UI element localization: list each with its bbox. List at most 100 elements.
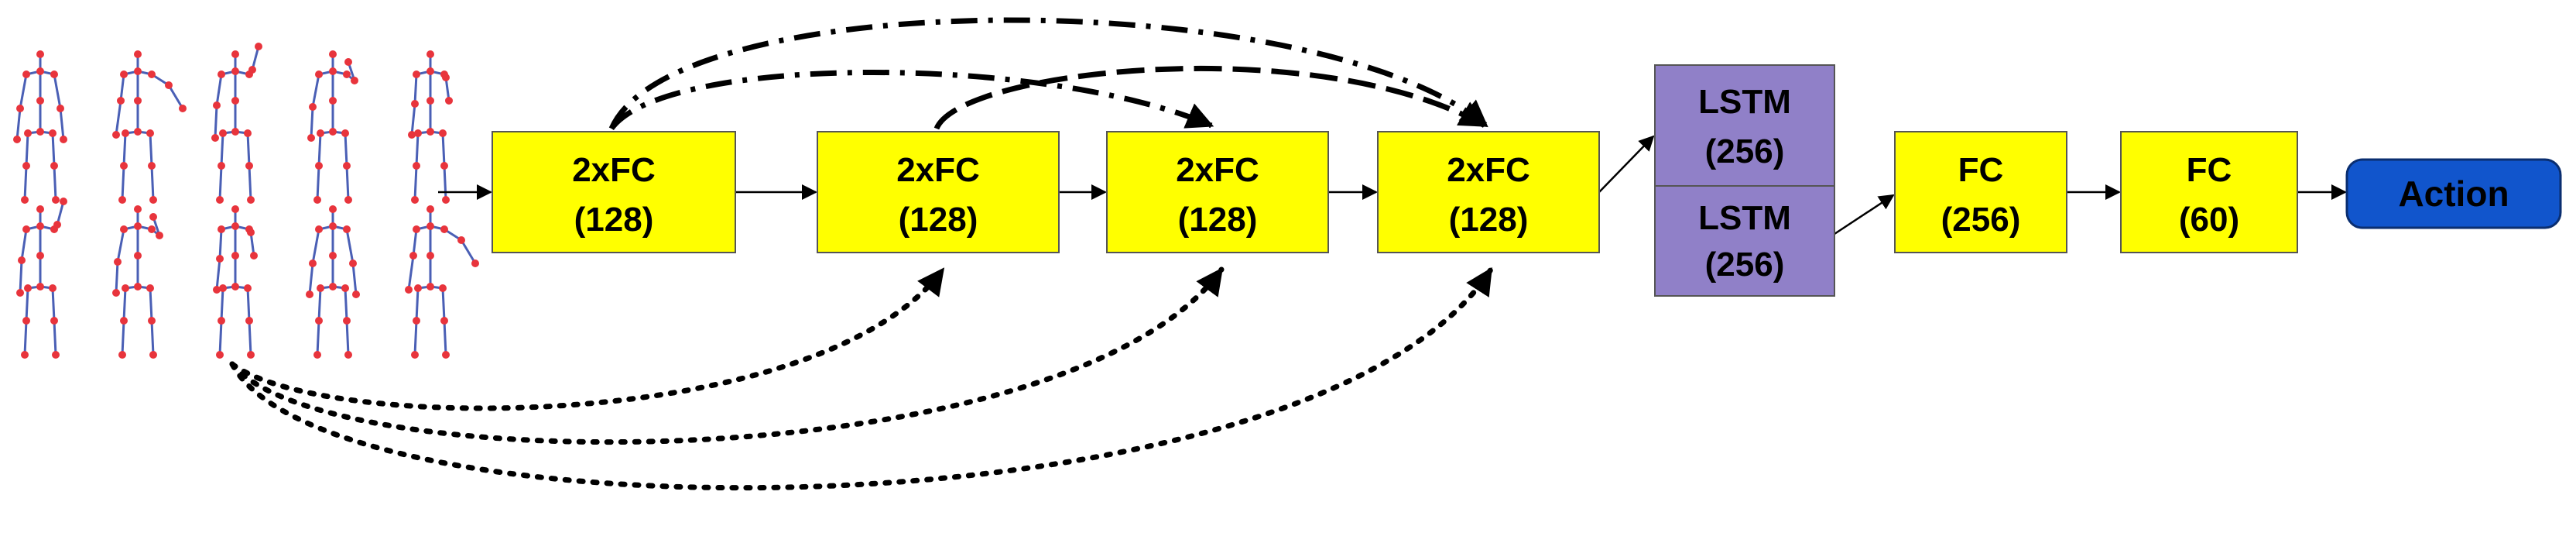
skeleton-bone: [412, 229, 418, 256]
skeleton-joint: [231, 222, 239, 230]
skeleton-bone: [410, 103, 416, 136]
skeleton-joint: [439, 284, 447, 292]
skeleton-joint: [49, 284, 57, 292]
skeleton-bone: [311, 229, 320, 264]
skeleton-bone: [121, 165, 125, 201]
skeleton-joint: [411, 100, 419, 108]
skeleton-joint: [411, 351, 419, 359]
skeleton-joint: [120, 162, 128, 170]
skeleton-joint: [156, 232, 163, 239]
skeleton-joint: [149, 196, 157, 204]
skeleton-joint: [414, 129, 422, 137]
skeleton-joint: [231, 205, 239, 213]
skeleton-joint: [344, 196, 352, 204]
fc3-line1: 2xFC: [1176, 151, 1259, 189]
skeleton-joint: [149, 351, 157, 359]
fc2-line2: (128): [899, 201, 978, 239]
skeleton-joint: [149, 213, 157, 221]
fc4-line2: (128): [1449, 201, 1529, 239]
skeleton-joint: [120, 70, 128, 78]
skeleton-bone: [308, 263, 314, 295]
skeleton-bone: [116, 229, 125, 263]
skeleton-joint: [247, 229, 255, 236]
fc1-line2: (128): [574, 201, 654, 239]
skeleton-bone: [122, 287, 127, 321]
fc2-block: 2xFC (128): [817, 131, 1060, 253]
skeleton-joint: [329, 252, 337, 260]
skeleton-joint: [120, 225, 128, 233]
skeleton-bone: [460, 239, 477, 264]
skeleton-joint: [315, 225, 323, 233]
skeleton-joint: [219, 284, 227, 292]
skeleton-bone: [344, 287, 348, 321]
skeleton-joint: [329, 67, 337, 75]
skeleton-bone: [444, 77, 450, 101]
skeleton-joint: [445, 97, 453, 105]
skeleton-bone: [248, 165, 252, 201]
skeleton-joint: [442, 196, 450, 204]
skeleton-joint: [426, 128, 434, 136]
skeleton-bone: [19, 74, 28, 109]
action-output: Action: [2345, 158, 2562, 229]
skeleton-bone: [317, 132, 322, 167]
skeleton-bone: [407, 255, 415, 290]
skeleton-joint: [245, 162, 253, 170]
skeleton-joint: [219, 129, 227, 137]
skeleton-joint: [114, 258, 122, 266]
skeleton-bone: [441, 132, 446, 167]
skeleton-joint: [211, 134, 219, 142]
skeleton-joint: [411, 196, 419, 204]
skeleton-bone: [415, 132, 420, 167]
skeleton-joint: [52, 196, 60, 204]
fc3-block: 2xFC (128): [1106, 131, 1329, 253]
skeleton-joint: [231, 97, 239, 105]
skeleton-joint: [60, 198, 67, 205]
skeleton-joint: [122, 284, 129, 292]
skeleton-joint: [231, 252, 239, 260]
skeleton-bone: [115, 100, 122, 136]
skeleton-joint: [134, 283, 142, 290]
skeleton-joint: [36, 97, 44, 105]
skeleton-joint: [341, 129, 349, 137]
skeleton-joint: [134, 222, 142, 230]
skeleton-joint: [22, 225, 30, 233]
skeleton-joint: [439, 129, 447, 137]
fc6-line1: FC: [2187, 151, 2232, 189]
skip-fc1-to-fc4: [608, 17, 1488, 130]
skeleton-joint: [50, 70, 58, 78]
skeleton-joint: [148, 70, 156, 78]
skeleton-joint: [21, 196, 29, 204]
skeleton-joint: [13, 136, 21, 143]
action-label: Action: [2398, 174, 2509, 214]
lstm1-line2: (256): [1705, 132, 1785, 170]
skeleton-joint: [49, 129, 57, 137]
dotted-input-connections: [229, 266, 1494, 491]
skeleton-bone: [415, 287, 420, 321]
skeleton-joint: [134, 128, 142, 136]
skeleton-bone: [215, 74, 223, 106]
skeleton-joint: [24, 284, 32, 292]
skeleton-bone: [443, 165, 447, 201]
skeleton-joint: [231, 67, 239, 75]
skeleton-joint: [442, 351, 450, 359]
skeleton-joint: [148, 225, 156, 233]
skeleton-joint: [413, 70, 420, 78]
skeleton-bone: [218, 229, 223, 260]
skeleton-joint: [21, 351, 29, 359]
skeleton-bone: [316, 320, 320, 356]
skeleton-joint: [349, 260, 357, 267]
skeleton-joint: [313, 196, 321, 204]
skeleton-joint: [329, 205, 337, 213]
skeleton-bone: [53, 165, 57, 201]
skeleton-bone: [310, 106, 314, 139]
skeleton-joint: [218, 70, 225, 78]
skeleton-joint: [16, 289, 24, 297]
skeleton-joint: [315, 317, 323, 325]
skeleton-joint: [22, 317, 30, 325]
skeleton-joint: [53, 221, 61, 229]
skeleton-bone: [150, 320, 155, 356]
skeleton-joint: [426, 67, 434, 75]
skeleton-bone: [149, 132, 153, 167]
skeleton-joint: [134, 205, 142, 213]
fc5-line1: FC: [1958, 151, 2004, 189]
